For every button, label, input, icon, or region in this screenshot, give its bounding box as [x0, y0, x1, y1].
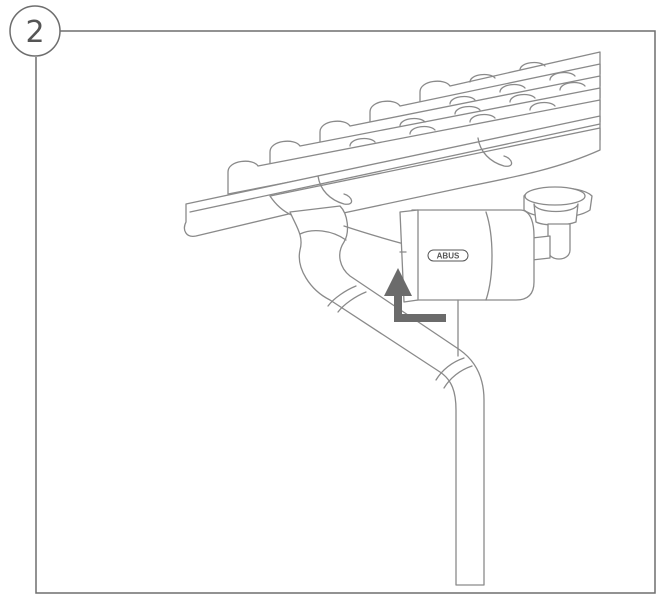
bullet-camera-icon: ABUS [399, 186, 593, 303]
step-circle [9, 5, 61, 57]
step-number: 2 [25, 15, 44, 50]
brand-badge [427, 249, 469, 262]
frame-border [35, 30, 656, 594]
camera-cable [343, 225, 405, 245]
brand-logo: ABUS [437, 252, 460, 261]
rain-gutter-icon [269, 127, 601, 220]
push-up-arrow-icon [384, 268, 446, 322]
step-badge: 2 [9, 5, 61, 57]
downpipe-icon [289, 205, 485, 586]
